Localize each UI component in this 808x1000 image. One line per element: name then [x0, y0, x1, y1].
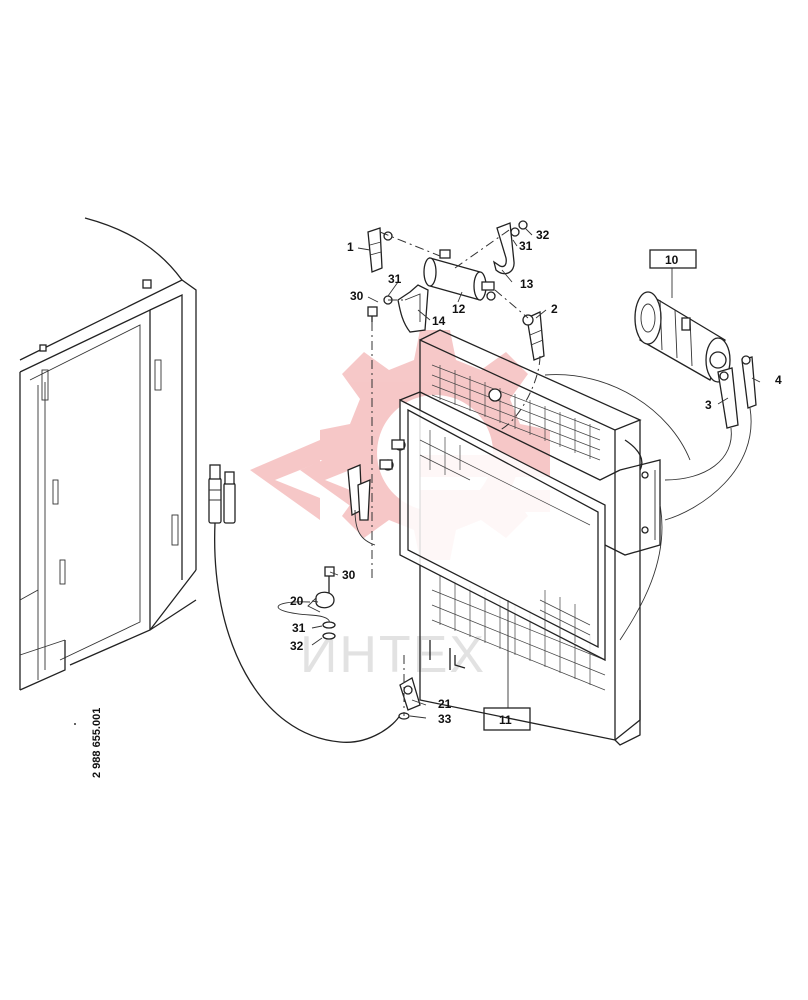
- drawing-number: 2 988 655.001: [91, 708, 103, 778]
- cab-hose-fittings: [208, 464, 401, 743]
- condenser-assembly: [399, 329, 691, 746]
- condenser-inlet-fittings: [347, 439, 406, 546]
- marker-dot: [74, 723, 76, 725]
- callout-2: 2: [551, 302, 558, 316]
- callout-10: 10: [665, 253, 679, 267]
- callout-box-11: [483, 707, 531, 731]
- callout-1: 1: [347, 240, 354, 254]
- callout-32-top: 32: [536, 228, 550, 242]
- callout-30-bottom: 30: [342, 568, 356, 582]
- lower-clamp-group: [277, 566, 466, 720]
- compressor-assembly: [634, 291, 757, 521]
- callout-31-right: 31: [519, 239, 533, 253]
- callout-20: 20: [290, 594, 304, 608]
- cab-frame: [19, 217, 197, 691]
- callout-13: 13: [520, 277, 534, 291]
- receiver-drier-group: [367, 220, 545, 580]
- callout-11: 11: [499, 713, 512, 727]
- callout-33: 33: [438, 712, 452, 726]
- callout-box-10: [649, 249, 697, 269]
- callout-30-top: 30: [350, 289, 364, 303]
- leader-lines: [311, 227, 761, 719]
- callout-4: 4: [775, 373, 782, 387]
- callout-12: 12: [452, 302, 466, 316]
- callout-31-bottom: 31: [292, 621, 306, 635]
- callout-14: 14: [432, 314, 446, 328]
- callout-32-bottom: 32: [290, 639, 304, 653]
- callout-21: 21: [438, 697, 452, 711]
- callout-labels: 1 30 31 14 12 13 31 32 2 10 3 4 30 20 31…: [290, 228, 782, 727]
- callout-31-left: 31: [388, 272, 402, 286]
- callout-3: 3: [705, 398, 712, 412]
